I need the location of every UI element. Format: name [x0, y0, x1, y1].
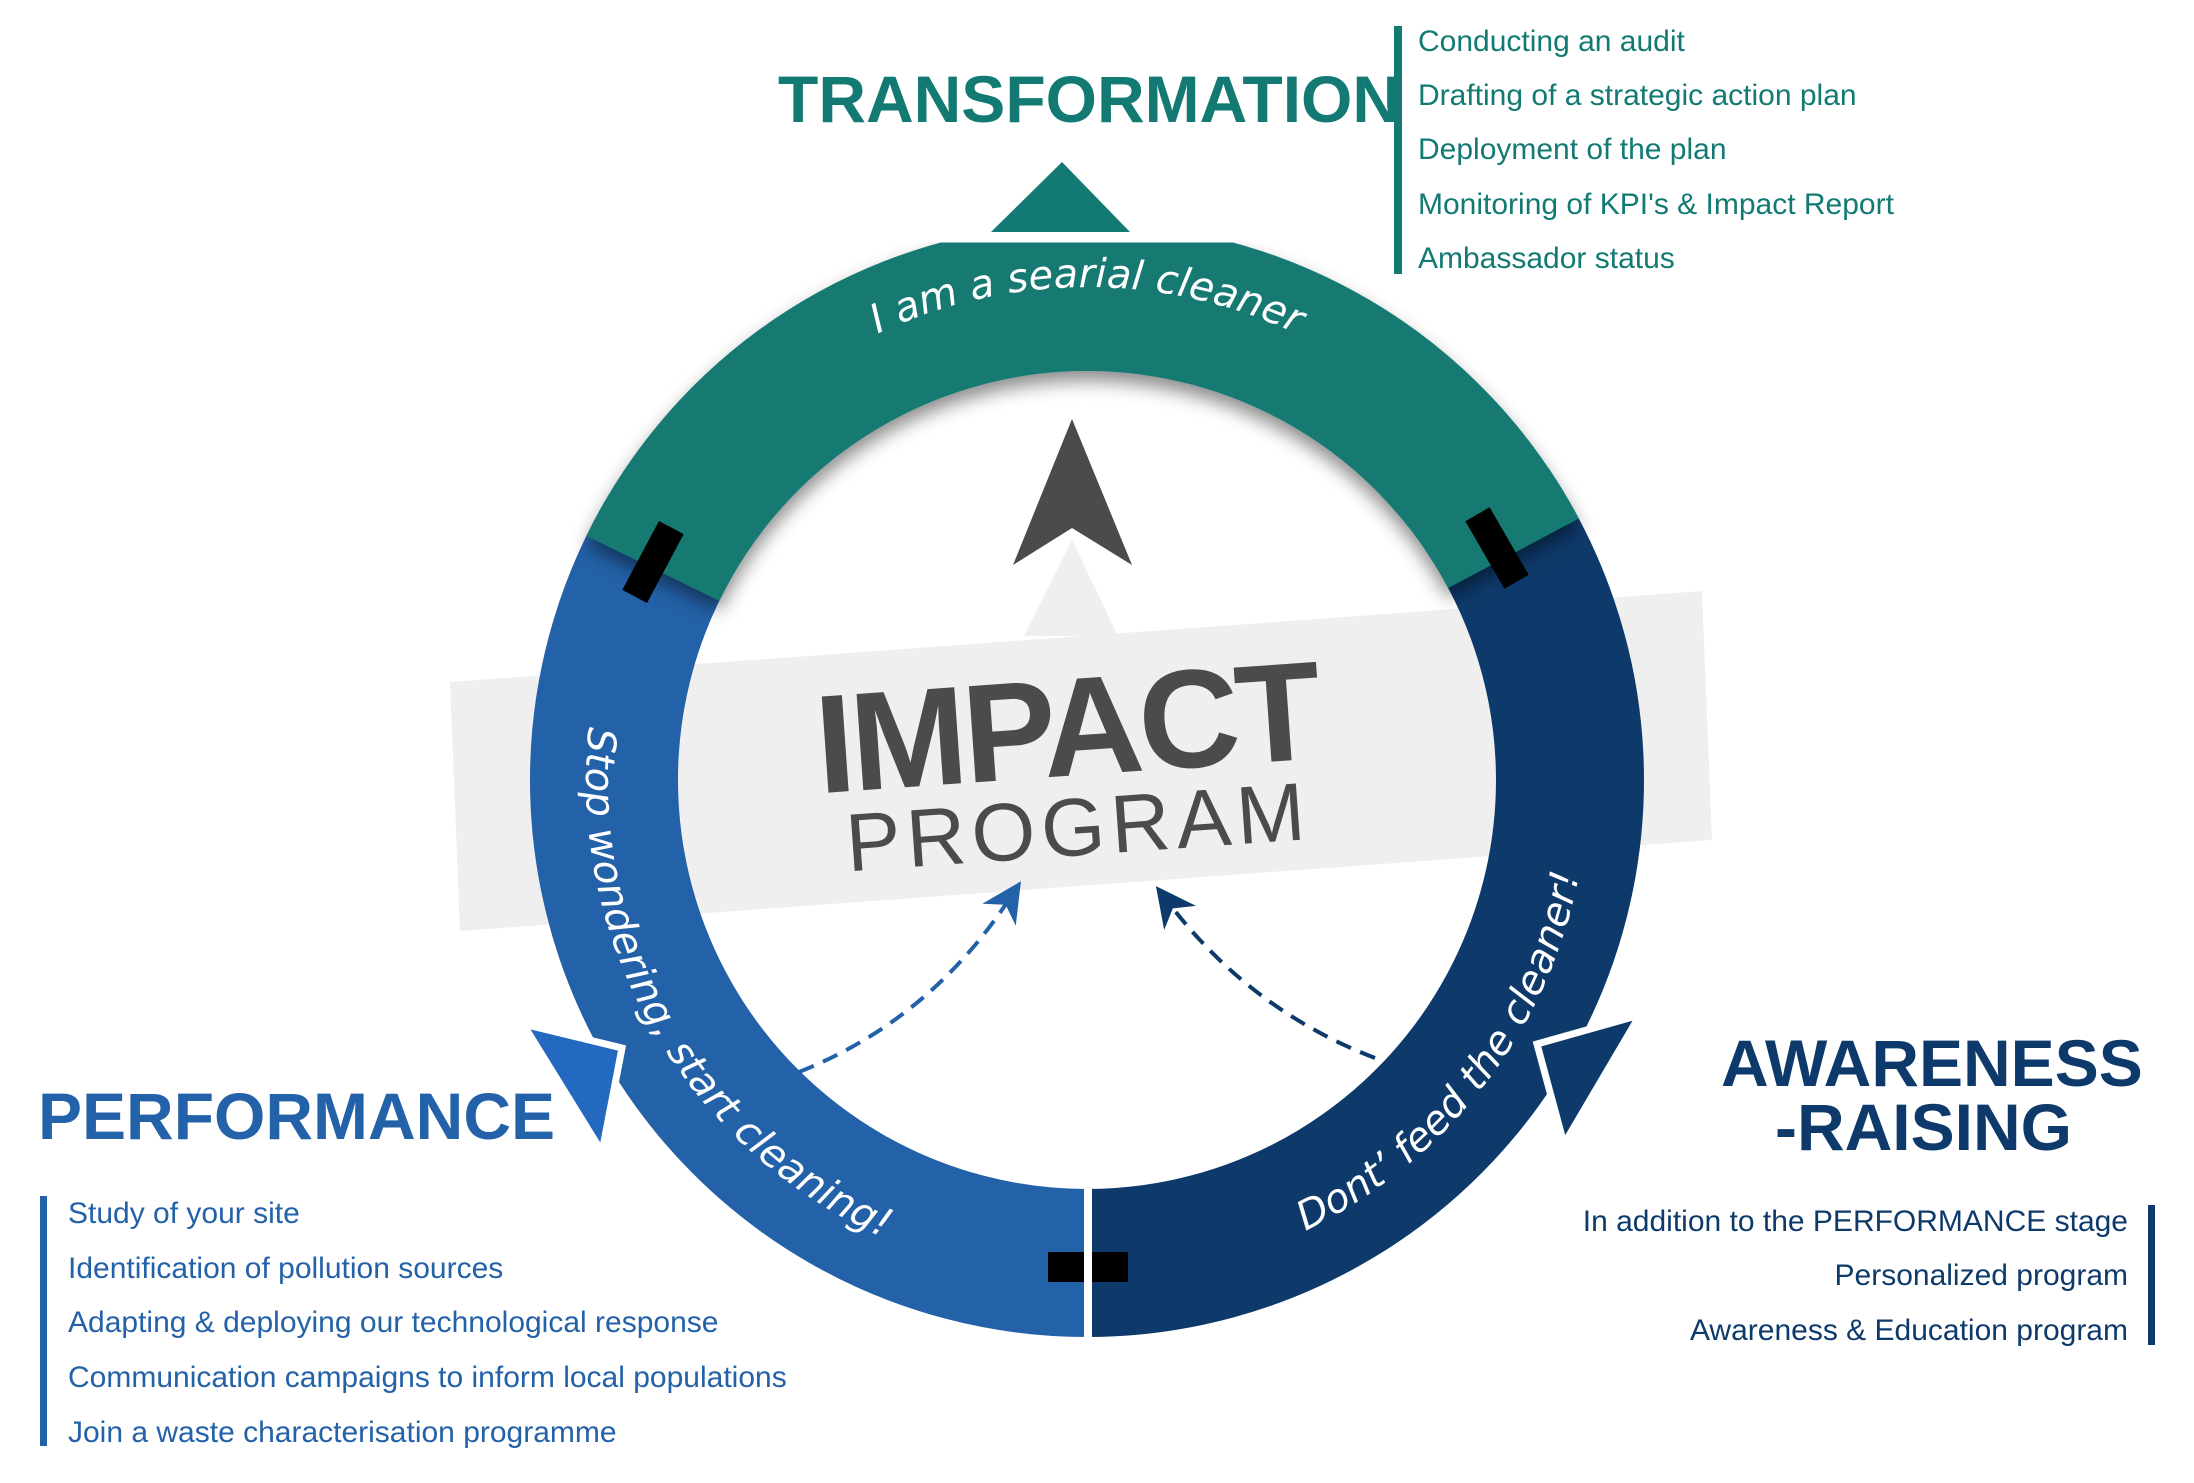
performance-title: PERFORMANCE	[38, 1079, 555, 1153]
junction-tab-right	[1465, 507, 1529, 589]
light-arrow-icon	[1024, 540, 1118, 636]
awareness-band	[1086, 468, 1644, 1337]
performance-item: Identification of pollution sources	[68, 1252, 503, 1285]
performance-arrowhead-icon	[515, 1018, 627, 1162]
awareness-dashed-arrow	[1155, 886, 1376, 1060]
awareness-title-line2: -RAISING	[1775, 1090, 2072, 1164]
performance-item: Join a waste characterisation programme	[68, 1416, 617, 1449]
transformation-item: Ambassador status	[1418, 242, 1675, 275]
performance-band	[530, 501, 1088, 1337]
performance-item: Adapting & deploying our technological r…	[68, 1306, 718, 1339]
transformation-item: Conducting an audit	[1418, 25, 1686, 58]
transformation-item: Drafting of a strategic action plan	[1418, 79, 1857, 112]
awareness-item: In addition to the PERFORMANCE stage	[1583, 1205, 2128, 1238]
awareness-item: Personalized program	[1835, 1259, 2128, 1292]
transformation-arrowhead-icon	[991, 162, 1130, 232]
transformation-title: TRANSFORMATION	[778, 62, 1400, 136]
transformation-list-bar	[1394, 26, 1402, 274]
transformation-item: Monitoring of KPI's & Impact Report	[1418, 188, 1895, 221]
transformation-item: Deployment of the plan	[1418, 133, 1727, 166]
performance-dashed-arrow	[798, 881, 1021, 1074]
center-banner	[450, 591, 1712, 931]
center-title: IMPACT	[810, 631, 1325, 823]
awareness-item: Awareness & Education program	[1690, 1314, 2128, 1347]
awareness-list-bar	[2148, 1205, 2155, 1345]
up-arrow-icon	[1013, 419, 1132, 565]
transformation-band	[586, 223, 1579, 602]
performance-list-bar	[40, 1196, 47, 1446]
performance-item: Communication campaigns to inform local …	[68, 1361, 787, 1394]
performance-item: Study of your site	[68, 1197, 300, 1230]
awareness-title-line1: AWARENESS	[1721, 1026, 2143, 1100]
awareness-arrowhead-icon	[1532, 1009, 1648, 1153]
bottom-gap	[1084, 1180, 1092, 1360]
junction-tab-left	[622, 520, 684, 604]
